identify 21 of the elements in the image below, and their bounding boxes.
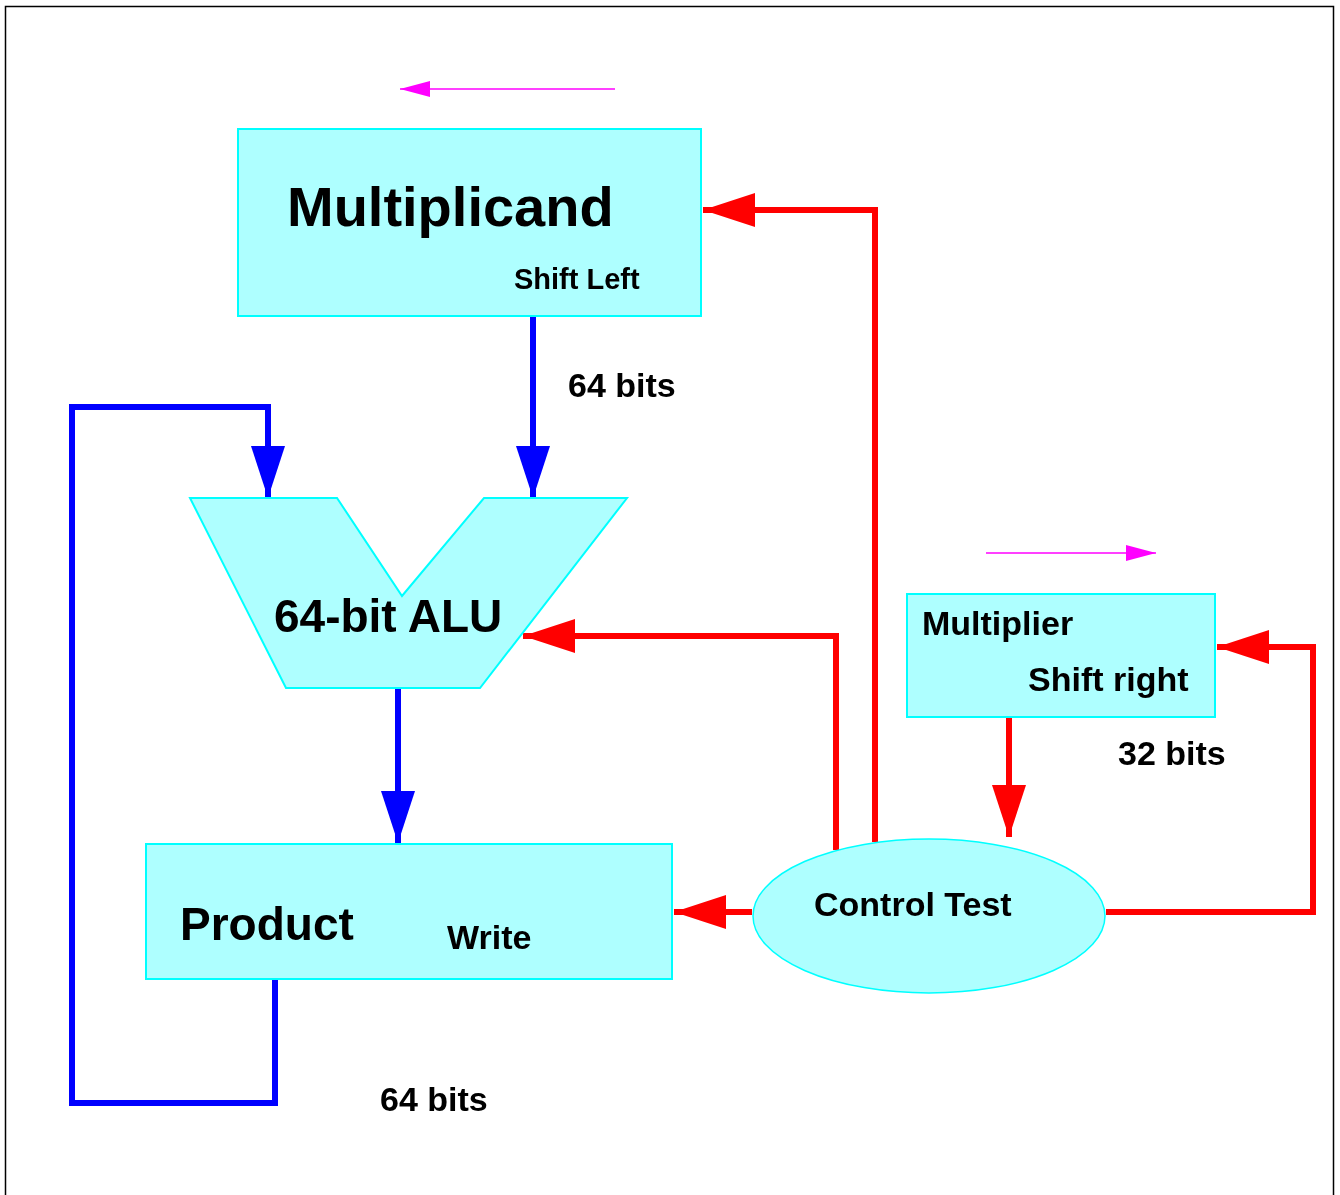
control-ellipse (752, 838, 1106, 994)
arrow (516, 317, 550, 498)
arrow (69, 404, 285, 1106)
node-title: Control Test (814, 886, 1012, 924)
node-title: Multiplier (922, 605, 1074, 643)
arrow (381, 688, 415, 843)
operation-label: Write (447, 919, 532, 957)
arrow (1106, 630, 1316, 915)
node-title: Multiplicand (287, 176, 614, 238)
arrow (674, 895, 752, 929)
node-title: 64-bit ALU (274, 591, 503, 642)
register-box (906, 593, 1216, 718)
operation-label: Shift Left (514, 264, 640, 296)
arrow (703, 193, 878, 842)
register-box (237, 128, 702, 317)
register-box (145, 843, 673, 980)
arrow (523, 619, 839, 850)
alu-shape (190, 498, 627, 688)
operation-label: Shift right (1028, 661, 1189, 699)
arrow (992, 718, 1026, 837)
node-title: Product (180, 899, 354, 950)
